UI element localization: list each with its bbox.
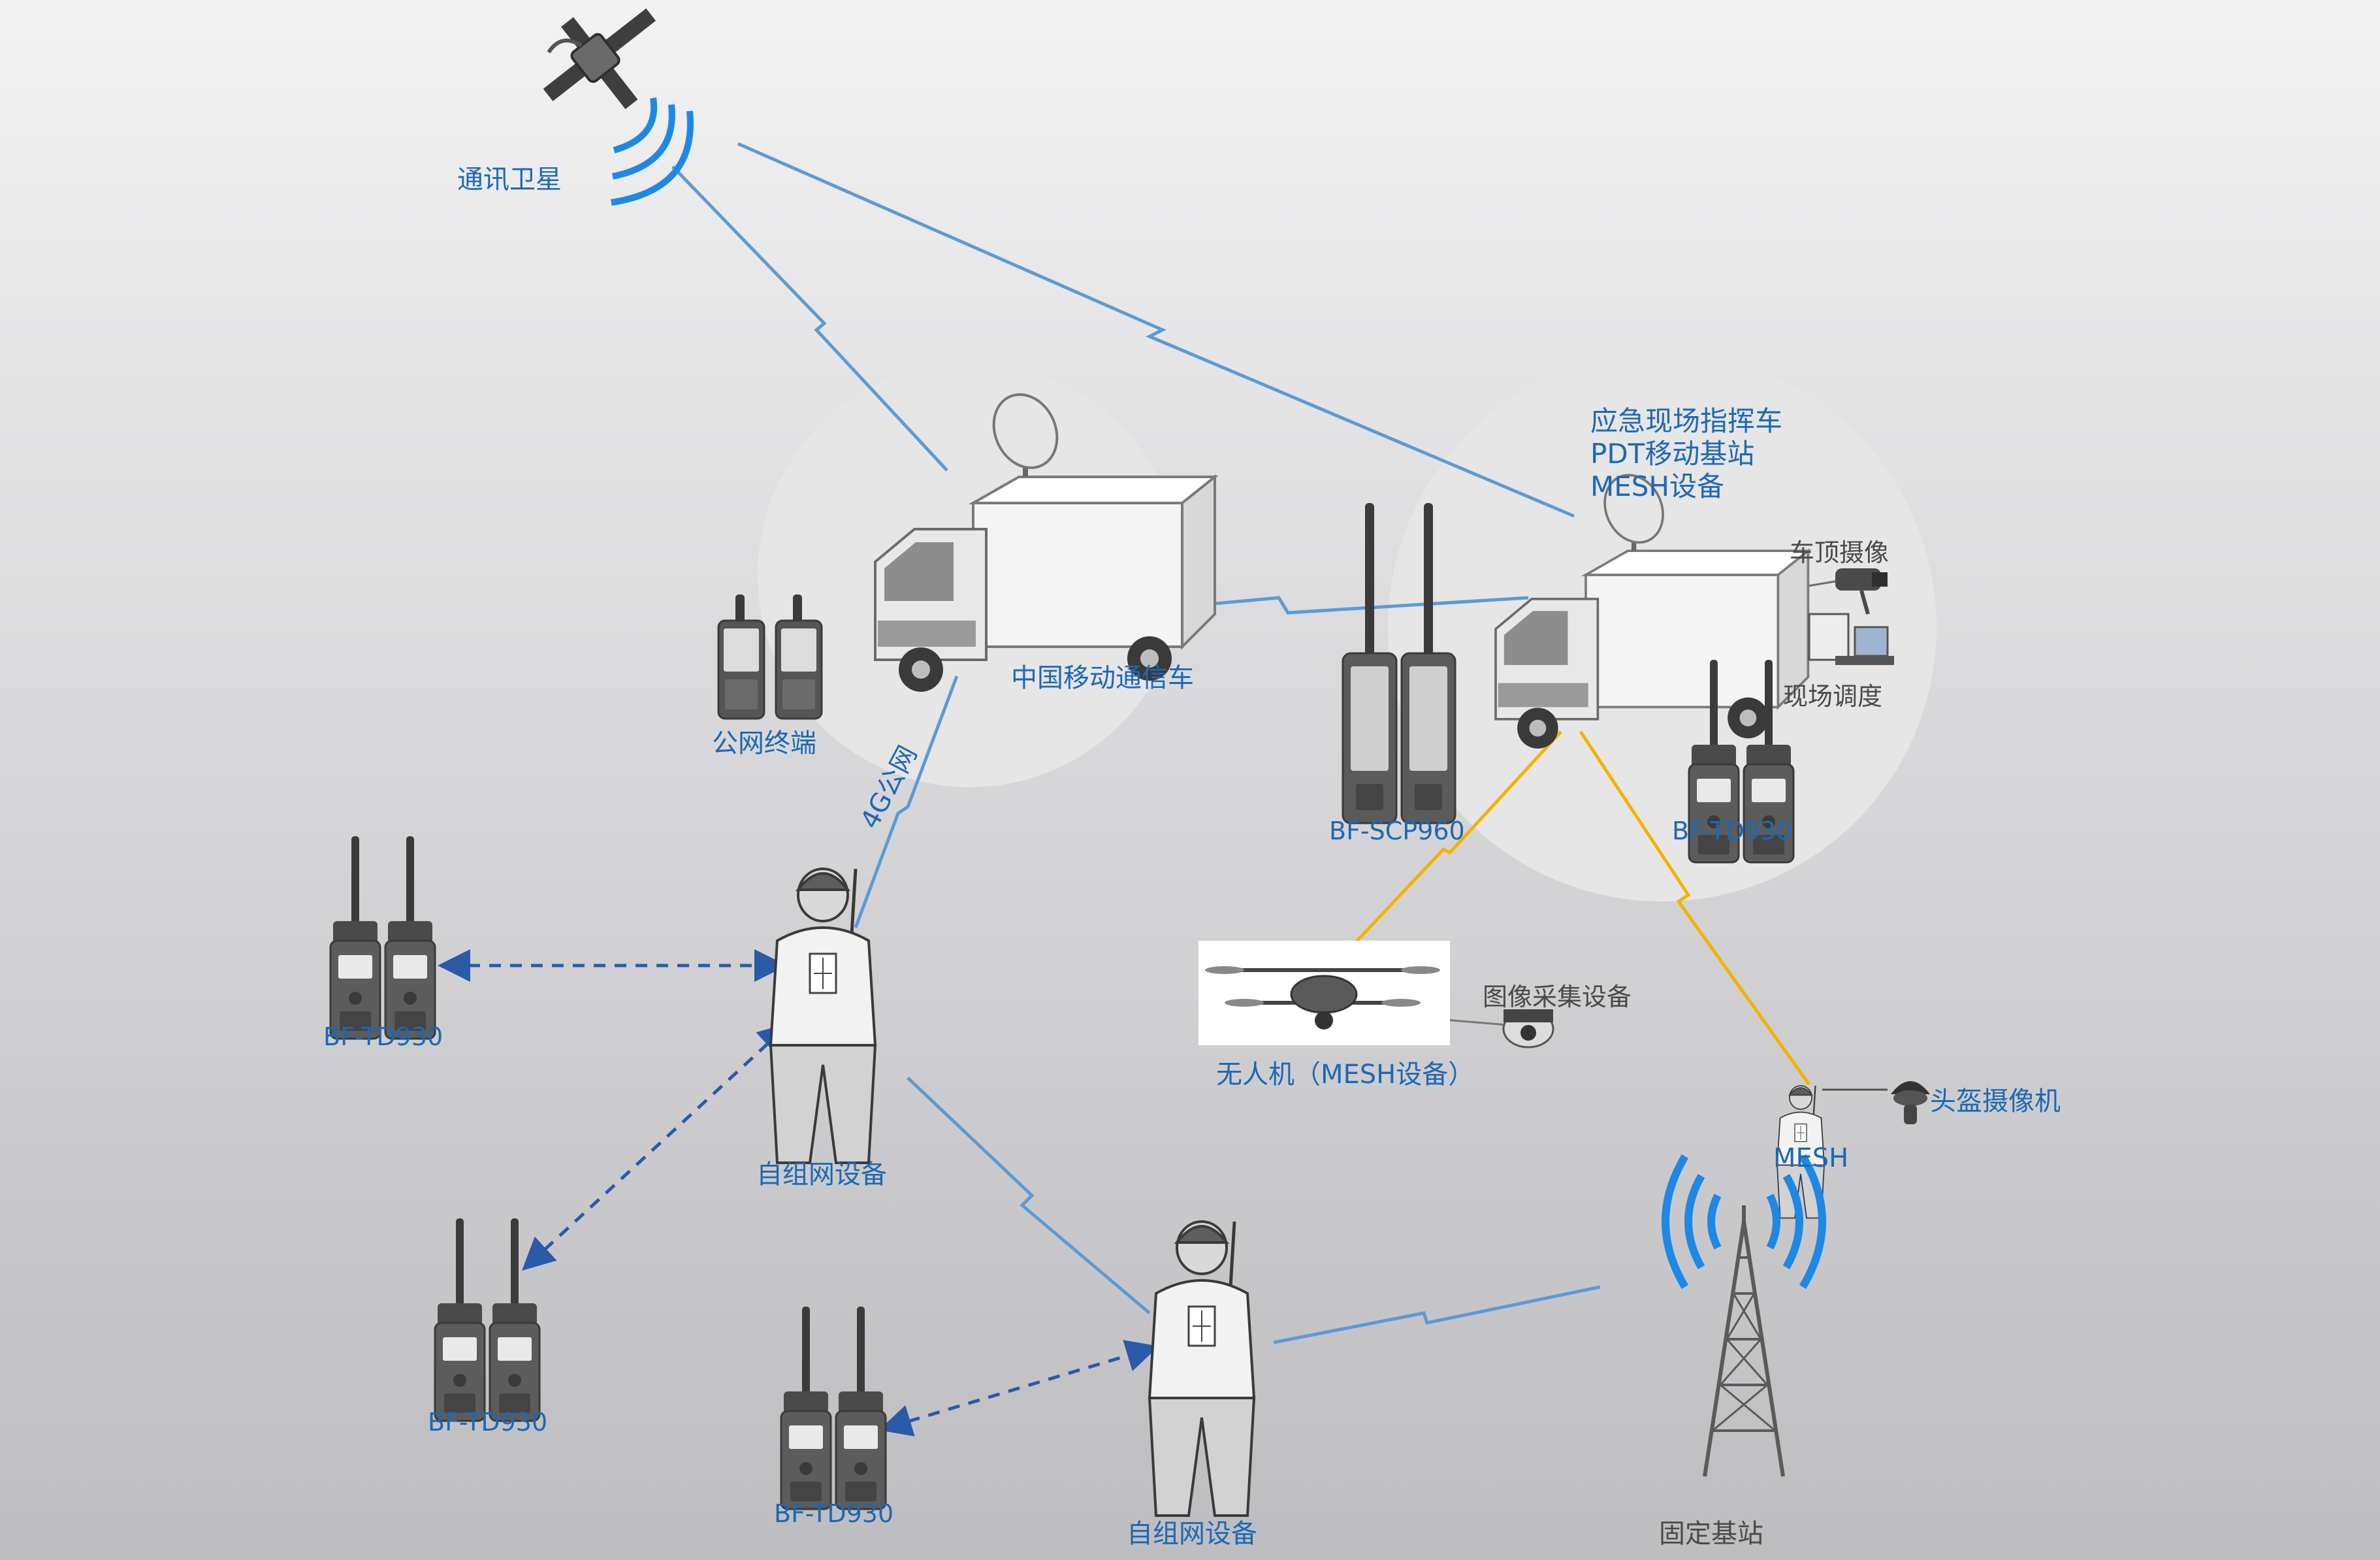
adhoc-person-2-figure [1150,1222,1254,1516]
radio-td930-left-label: BF-TD930 [323,1022,443,1051]
radio-scp960-label: BF-SCP960 [1329,817,1465,845]
image-device-label: 图像采集设备 [1483,983,1632,1011]
radio-td930-lower-left-icon [434,1217,541,1422]
link-carrier-person1 [854,675,959,928]
radio-td930-left-icon [329,835,436,1040]
link-command-drone [1331,730,1562,968]
link-person1-person2 [907,1077,1151,1314]
roof-camera-label: 车顶摄像 [1790,538,1890,567]
command-vehicle-line-2: PDT移动基站 [1590,438,1755,470]
command-vehicle-label: 应急现场指挥车 PDT移动基站 MESH设备 [1590,405,1782,503]
arrow-person2-td930-bottom [878,1340,1159,1437]
link-satellite-carrier [671,165,948,472]
fixed-station-icon [1662,1154,1826,1477]
drone-label: 无人机（MESH设备） [1216,1060,1475,1090]
adhoc-person-2-label: 自组网设备 [1127,1519,1257,1549]
mesh-person-label: MESH [1773,1143,1849,1173]
command-vehicle-line-1: 应急现场指挥车 [1590,405,1783,437]
link-satellite-command [737,142,1575,518]
carrier-vehicle-label: 中国移动通信车 [1011,663,1194,693]
image-device-icon [1502,1009,1554,1048]
public-terminal-label: 公网终端 [712,728,816,758]
command-vehicle-line-3: MESH设备 [1590,470,1725,502]
fixed-station-label: 固定基站 [1659,1519,1763,1549]
roof-camera-icon [1835,568,1888,615]
satellite-icon [543,8,694,206]
radio-td930-bottom-icon [780,1305,887,1510]
link-person2-station [1273,1285,1601,1344]
radio-td930-right-label: BF-TD930 [1672,817,1792,845]
radio-td930-lower-left-label: BF-TD930 [428,1408,548,1437]
link-command-mesh [1579,730,1811,1086]
helmet-camera-icon [1891,1081,1930,1124]
helmet-camera-label: 头盔摄像机 [1930,1086,2061,1116]
radio-td930-bottom-label: BF-TD930 [774,1499,894,1528]
drone-icon [1198,941,1450,1045]
onsite-dispatch-label: 现场调度 [1783,682,1883,711]
arrow-person1-td930-lower-left [521,1022,792,1271]
onsite-dispatch-icon [1808,613,1894,665]
adhoc-person-1-label: 自组网设备 [756,1160,887,1190]
satellite-label: 通讯卫星 [457,165,562,195]
